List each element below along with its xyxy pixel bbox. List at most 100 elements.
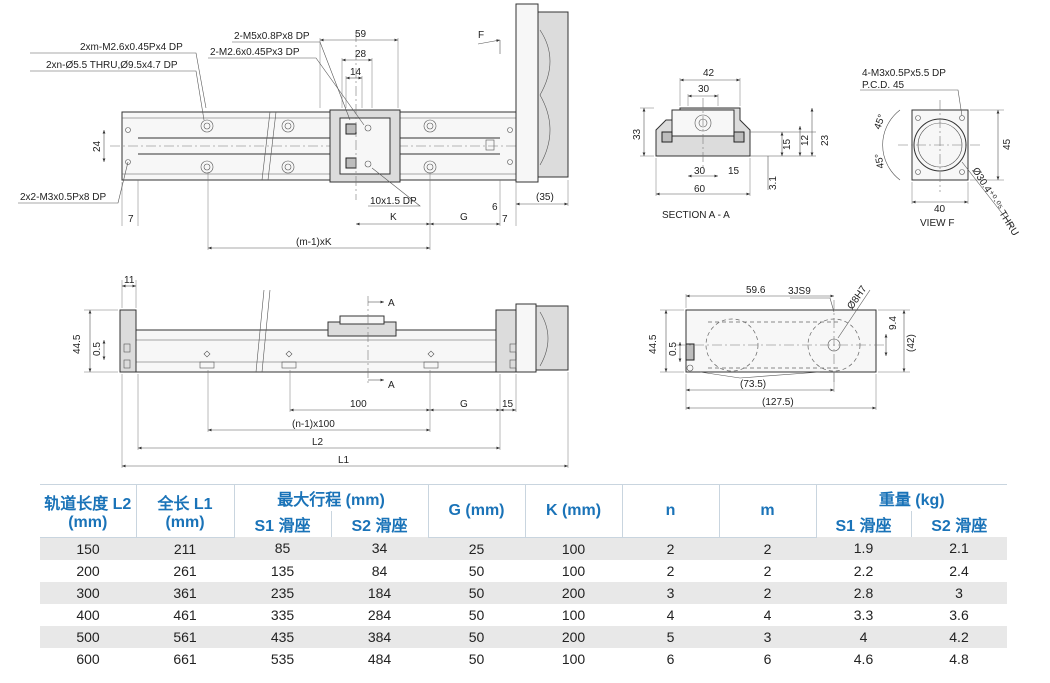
table-cell: 484: [331, 647, 428, 670]
table-cell: 200: [525, 625, 622, 648]
table-cell: 461: [136, 603, 234, 626]
table-cell: 200: [525, 581, 622, 604]
table-cell: 150: [40, 537, 136, 560]
dim-45-side: 45: [1002, 138, 1013, 150]
section-marker-a-bottom: A: [388, 380, 395, 391]
table-cell: 2.8: [816, 581, 911, 604]
header-m: m: [719, 484, 817, 538]
dim-6: 6: [492, 202, 498, 213]
table-cell: 2: [719, 559, 816, 582]
dim-33: 33: [632, 128, 643, 140]
table-cell: 50: [428, 625, 525, 648]
table-cell: 6: [622, 647, 719, 670]
header-weight-s1: S1 滑座: [816, 511, 912, 537]
table-cell: 535: [234, 647, 331, 670]
table-cell: 200: [40, 559, 136, 582]
side-view: 11 44.5 0.5 A A 100 G 15 (n-1)x100 L2 L1: [72, 275, 569, 468]
top-view: 2xm-M2.6x0.45Px4 DP 2xn-Ø5.5 THRU,Ø9.5x4…: [18, 3, 569, 250]
header-stroke-s2: S2 滑座: [331, 511, 429, 537]
table-cell: 4: [816, 625, 911, 648]
dim-15-bottom: 15: [728, 166, 740, 177]
dim-l2: L2: [312, 437, 324, 448]
table-cell: 4.8: [911, 647, 1007, 670]
dim-15: 15: [502, 399, 514, 410]
table-cell: 4: [719, 603, 816, 626]
table-cell: 3: [719, 625, 816, 648]
callout-m3-tap: 2x2-M3x0.5Px8 DP: [20, 192, 106, 203]
table-cell: 135: [234, 559, 331, 582]
dim-35: (35): [536, 192, 554, 203]
table-cell: 600: [40, 647, 136, 670]
table-cell: 435: [234, 625, 331, 648]
table-row: 400 461 335 284 50 100 4 4 3.3 3.6: [40, 603, 1007, 626]
table-cell: 5: [622, 625, 719, 648]
table-cell: 335: [234, 603, 331, 626]
spec-table: 轨道长度 L2 (mm) 全长 L1 (mm) 最大行程 (mm) G (mm)…: [40, 484, 1007, 670]
technical-drawing: 2xm-M2.6x0.45Px4 DP 2xn-Ø5.5 THRU,Ø9.5x4…: [18, 3, 1020, 468]
dim-30-bottom: 30: [694, 166, 706, 177]
dim-100: 100: [350, 399, 367, 410]
table-row: 150 211 85 34 25 100 2 2 1.9 2.1: [40, 537, 1007, 560]
table-cell: 100: [525, 603, 622, 626]
table-cell: 211: [136, 537, 234, 560]
callout-m26-3dp: 2-M2.6x0.45Px3 DP: [210, 47, 300, 58]
table-row: 300 361 235 184 50 200 3 2 2.8 3: [40, 581, 1007, 604]
callout-m26-tap: 2xm-M2.6x0.45Px4 DP: [80, 42, 183, 53]
table-cell: 2.4: [911, 559, 1007, 582]
dim-7-left: 7: [128, 214, 134, 225]
table-cell: 84: [331, 559, 428, 582]
section-title: SECTION A - A: [662, 210, 730, 221]
callout-pcd-45: P.C.D. 45: [862, 80, 904, 91]
dim-42: 42: [703, 68, 715, 79]
table-cell: 561: [136, 625, 234, 648]
table-cell: 2.2: [816, 559, 911, 582]
table-cell: 2: [622, 559, 719, 582]
table-cell: 284: [331, 603, 428, 626]
table-cell: 3: [622, 581, 719, 604]
table-cell: 3: [911, 581, 1007, 604]
table-cell: 3.6: [911, 603, 1007, 626]
dim-40: 40: [934, 204, 946, 215]
dim-3js9: 3JS9: [788, 286, 811, 297]
dim-45-angle-top: 45°: [872, 113, 888, 131]
table-cell: 2: [622, 537, 719, 560]
header-rail-length: 轨道长度 L2 (mm): [40, 484, 137, 538]
table-cell: 300: [40, 581, 136, 604]
dim-8h7: Ø8H7: [845, 284, 869, 312]
dim-0-5-end: 0.5: [668, 342, 679, 356]
table-cell: 85: [234, 537, 331, 560]
end-view: 59.6 3JS9 Ø8H7 44.5 0.5 9.4 (42) (73.5) …: [648, 284, 917, 410]
dim-30-top: 30: [698, 84, 710, 95]
table-row: 200 261 135 84 50 100 2 2 2.2 2.4: [40, 559, 1007, 582]
view-arrow-f: F: [478, 30, 484, 41]
dim-g: G: [460, 212, 468, 223]
table-cell: 500: [40, 625, 136, 648]
dim-15-side: 15: [782, 138, 793, 150]
header-weight: 重量 (kg): [816, 484, 1007, 511]
table-cell: 184: [331, 581, 428, 604]
dim-23: 23: [820, 134, 831, 146]
header-k: K (mm): [525, 484, 623, 538]
dim-44-5: 44.5: [72, 334, 83, 354]
table-cell: 4.2: [911, 625, 1007, 648]
table-cell: 4: [622, 603, 719, 626]
header-total-length: 全长 L1 (mm): [136, 484, 235, 538]
header-stroke-s1: S1 滑座: [234, 511, 332, 537]
dim-3-1: 3.1: [768, 176, 779, 190]
callout-thru-hole: 2xn-Ø5.5 THRU,Ø9.5x4.7 DP: [46, 60, 178, 71]
callout-10x15: 10x1.5 DP: [370, 196, 417, 207]
dim-28: 28: [355, 49, 367, 60]
table-cell: 34: [331, 537, 428, 560]
section-a-a: SECTION A - A 42 30 33 30 15 60 15 12 23…: [632, 68, 831, 221]
table-row: 500 561 435 384 50 200 5 3 4 4.2: [40, 625, 1007, 648]
section-marker-a-top: A: [388, 298, 395, 309]
callout-bore: Ø30.4⁺⁰·⁰⁵ THRU: [969, 166, 1020, 238]
table-row: 600 661 535 484 50 100 6 6 4.6 4.8: [40, 647, 1007, 670]
dim-n-1-100: (n-1)x100: [292, 419, 335, 430]
table-cell: 1.9: [816, 537, 911, 560]
view-f-title: VIEW F: [920, 218, 954, 229]
table-cell: 4.6: [816, 647, 911, 670]
table-cell: 2: [719, 581, 816, 604]
dim-60: 60: [694, 184, 706, 195]
dim-127-5: (127.5): [762, 397, 794, 408]
